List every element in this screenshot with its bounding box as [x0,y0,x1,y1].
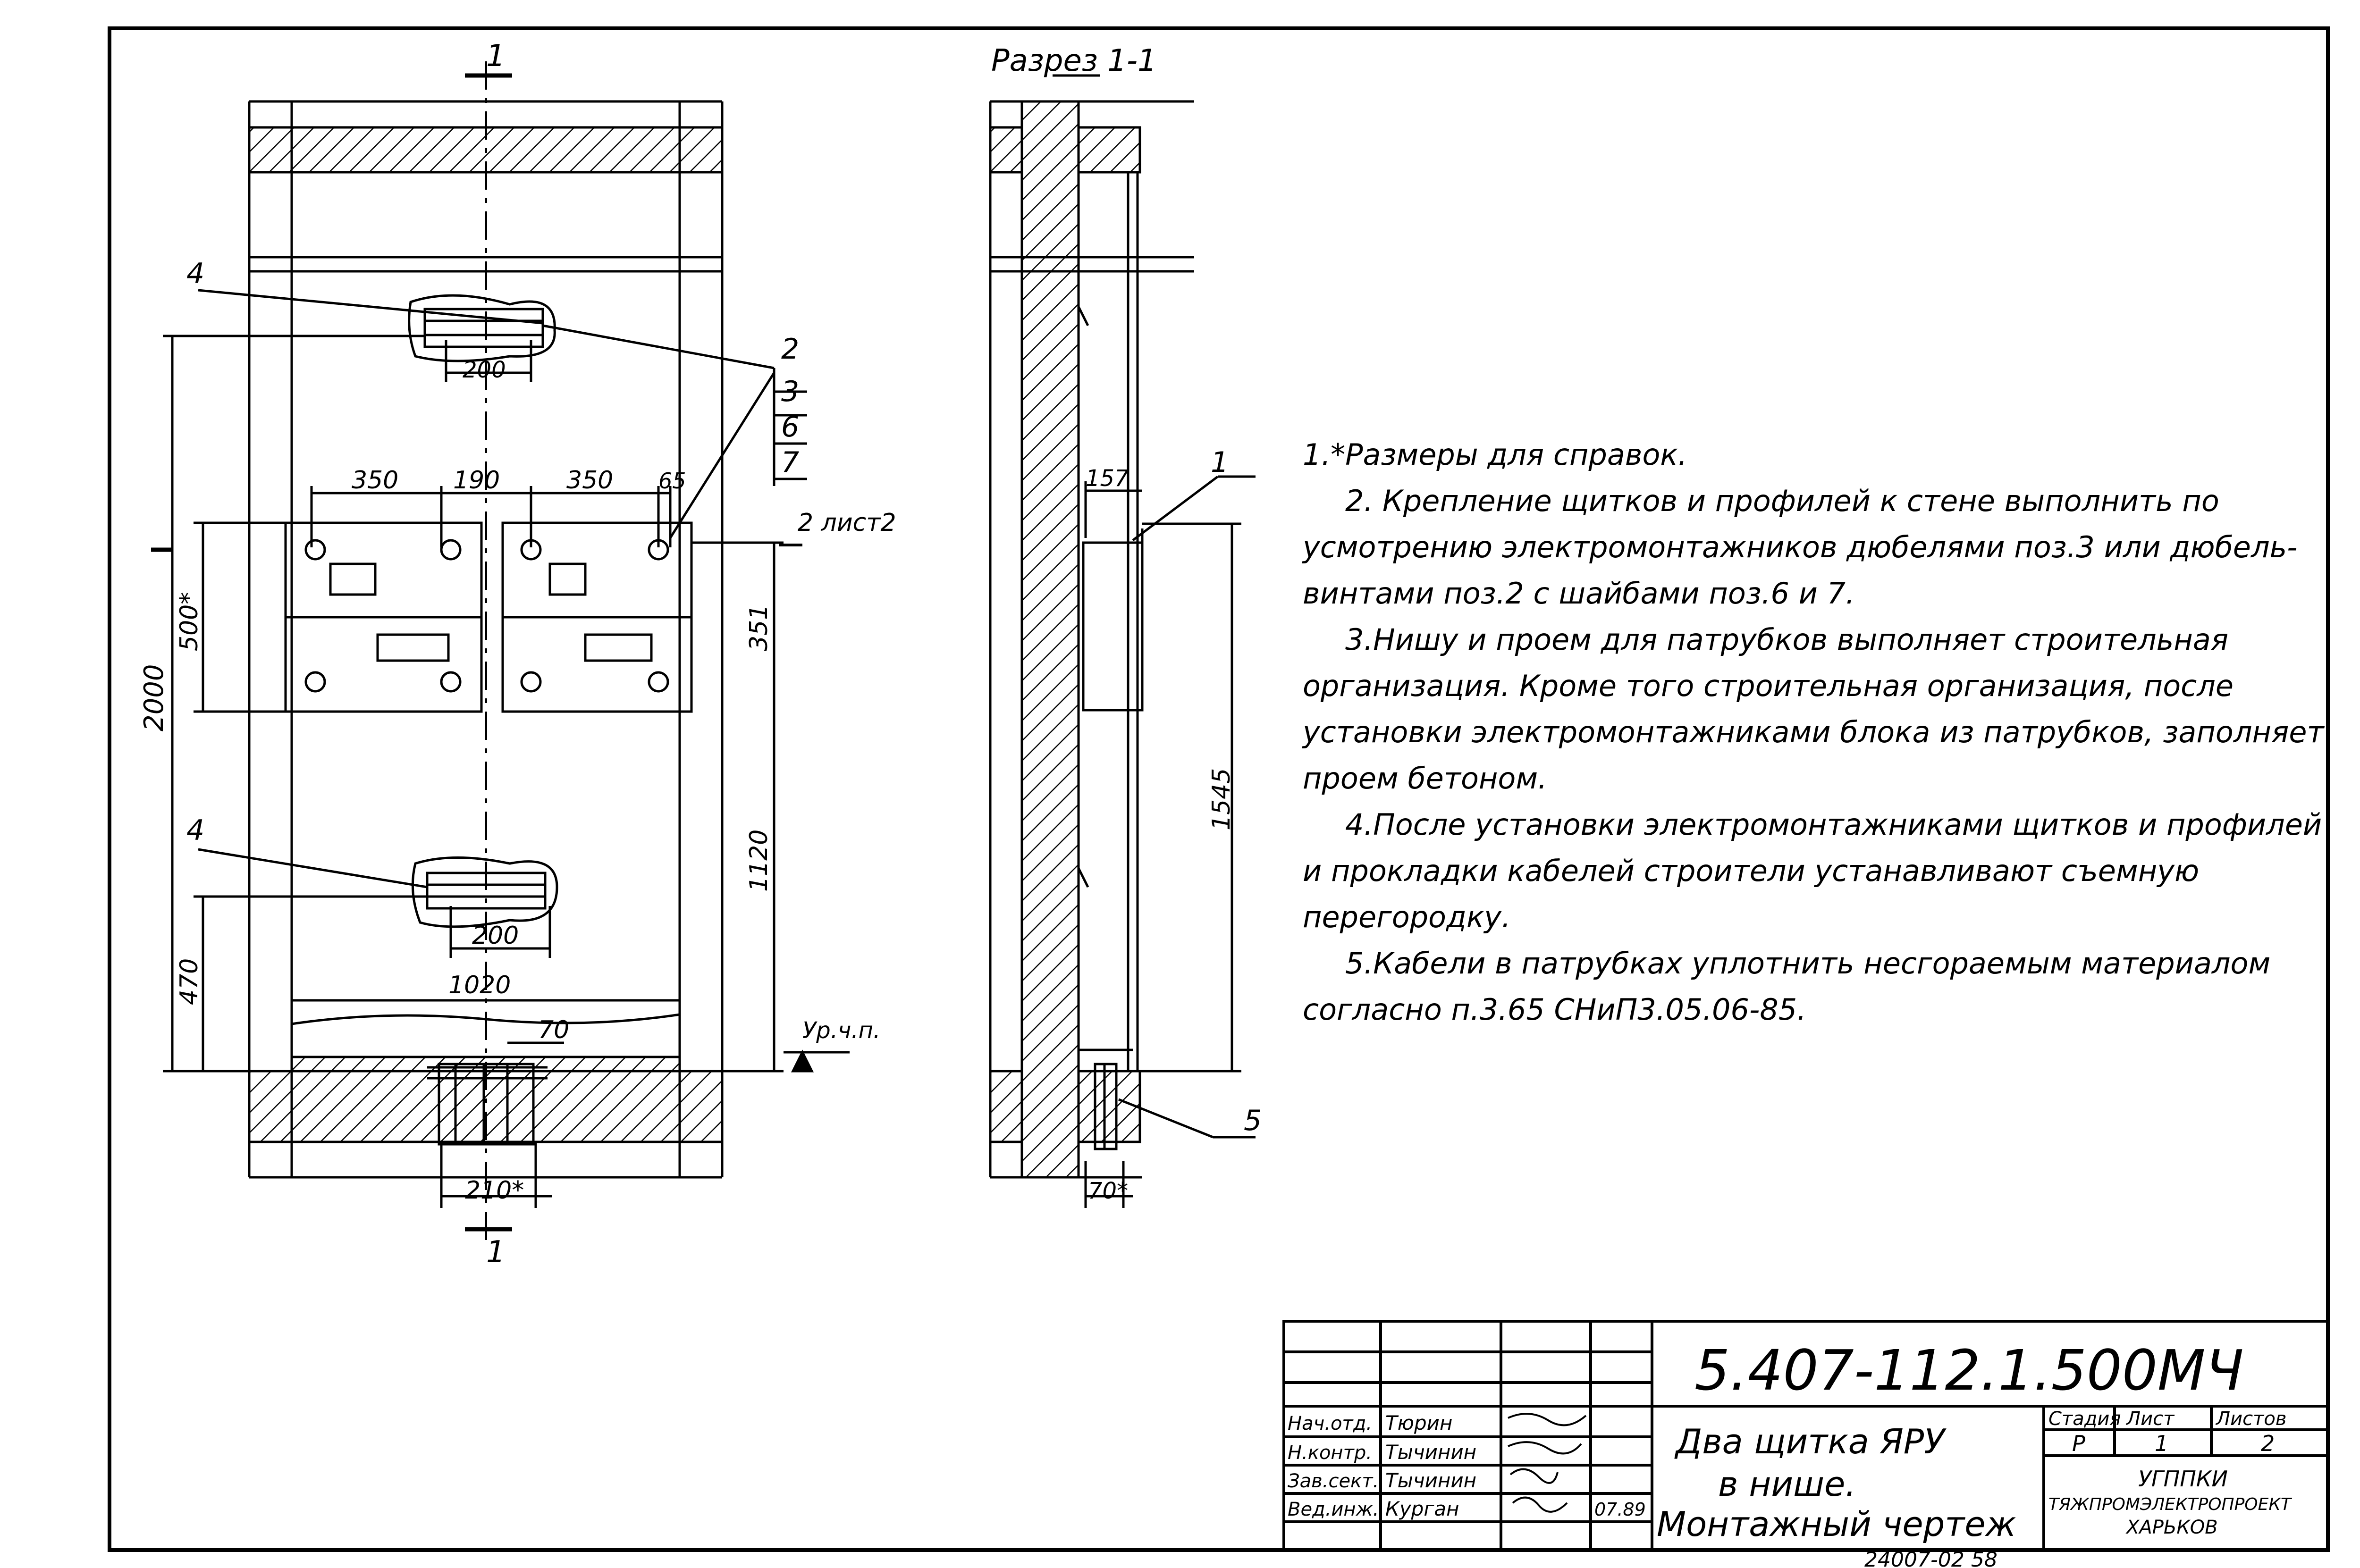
name-1: Тюрин [1385,1411,1452,1434]
dim-70-section: 70* [1088,1178,1128,1204]
sheets-header: Листов [2215,1408,2286,1430]
org-line-1: УГППКИ [2138,1466,2228,1492]
title-line-2: в нише. [1718,1464,1856,1504]
name-3: Тычинин [1385,1469,1476,1492]
dim-470: 470 [175,958,203,1005]
dim-200-top: 200 [463,357,506,383]
note-4: 4.После установки электромонтажниками щи… [1303,807,2322,934]
lower-channel-opening [411,856,558,928]
org-line-2: ТЯЖПРОМЭЛЕКТРОПРОЕКТ [2048,1495,2293,1514]
dim-1545: 1545 [1207,768,1236,830]
role-2: Н.контр. [1288,1442,1372,1464]
dim-70: 70 [538,1016,569,1044]
dim-65: 65 [658,468,686,494]
note-3: 3.Нишу и проем для патрубков выполняет с… [1303,622,2324,796]
role-3: Зав.сект. [1288,1470,1379,1492]
sheet-ref: 2 лист2 [798,509,896,537]
lower-channel [426,872,547,910]
sheet-value: 1 [2155,1431,2168,1456]
role-4: Вед.инж. [1288,1499,1379,1520]
title-line-3: Монтажный чертеж [1657,1504,2016,1544]
dim-1120: 1120 [745,830,773,892]
pos-3: 3 [781,375,799,408]
dim-350b: 350 [566,466,613,495]
upper-channel-opening [408,294,556,362]
dim-2000: 2000 [139,664,169,731]
note-2: 2. Крепление щитков и профилей к стене в… [1303,484,2298,611]
pos-5: 5 [1244,1104,1262,1137]
dim-157: 157 [1086,465,1129,492]
section-mark-bottom: 1 [486,1235,506,1270]
name-2: Тычинин [1385,1441,1476,1464]
note-5: 5.Кабели в патрубках уплотнить несгораем… [1303,946,2271,1027]
pos-1: 1 [1211,446,1229,479]
dim-351: 351 [745,604,773,651]
sheet-frame [108,26,2330,1552]
section-mark-top: 1 [486,39,506,74]
dim-1020: 1020 [448,971,511,999]
pos-4-upper: 4 [186,257,204,290]
bushing-block [438,1063,535,1146]
pos-2: 2 [781,333,799,366]
date: 07.89 [1594,1499,1646,1520]
note-1: 1.*Размеры для справок. [1303,437,1687,472]
stage-value: Р [2072,1431,2085,1456]
notes-block: 1.*Размеры для справок. 2. Крепление щит… [1303,432,2346,1033]
sheets-value: 2 [2261,1431,2275,1456]
section-view [989,74,1256,1208]
dim-200-bottom: 200 [472,922,519,950]
signatures [1508,1413,1587,1513]
dim-350a: 350 [352,466,398,495]
drawing-code: 5.407-112.1.500МЧ [1694,1338,2244,1403]
sheet-header: Лист [2125,1408,2175,1430]
inventory-number: 24007-02 58 [1864,1548,1998,1568]
org-line-3: ХАРЬКОВ [2125,1517,2218,1538]
pos-6: 6 [781,411,799,444]
pos-7: 7 [781,446,799,479]
section-title: Разрез 1-1 [991,43,1157,78]
title-block [1282,1320,2329,1551]
level-label: Ур.ч.п. [802,1017,880,1044]
section-wall [1020,100,1080,1179]
front-view [151,61,850,1246]
stage-header: Стадия [2048,1408,2121,1430]
panel-screws [304,539,669,693]
dim-500: 500* [175,592,203,651]
name-4: Курган [1385,1497,1459,1520]
dim-190: 190 [453,466,500,495]
upper-channel [423,308,544,348]
role-1: Нач.отд. [1288,1413,1372,1434]
dim-210: 210* [465,1176,524,1205]
pos-4-lower: 4 [186,814,204,847]
section-panel [1082,541,1144,712]
title-line-1: Два щитка ЯРУ [1674,1422,1947,1461]
